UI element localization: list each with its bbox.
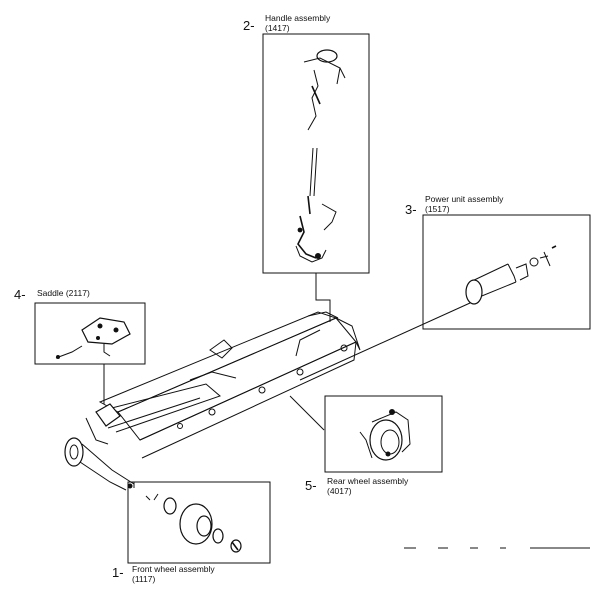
floor-jack-body	[64, 311, 361, 491]
callout-code-power-unit: (1517)	[425, 204, 450, 214]
callout-title-front-wheel: Front wheel assembly	[132, 564, 215, 574]
callout-saddle: 4- Saddle (2117)	[14, 287, 146, 404]
callout-code-front-wheel: (1117)	[132, 574, 155, 584]
handle-leader-line	[315, 273, 331, 322]
rear-wheel-box	[324, 395, 443, 473]
callout-number-power-unit: 3-	[405, 202, 417, 217]
power-unit-box	[422, 214, 591, 330]
callout-number-saddle: 4-	[14, 287, 26, 302]
handle-assembly-box	[262, 33, 370, 274]
callout-power-unit-assembly: 3- Power unit assembly (1517)	[299, 194, 591, 381]
saddle-drawing	[55, 317, 131, 359]
rear-wheel-leader-line	[289, 395, 325, 431]
callout-code-rear-wheel: (4017)	[327, 486, 352, 496]
callout-title-saddle: Saddle (2117)	[37, 288, 90, 298]
power-unit-leader-line	[299, 302, 471, 381]
callout-handle-assembly: 2- Handle assembly (1417)	[243, 13, 370, 322]
callout-title-handle: Handle assembly	[265, 13, 331, 23]
callout-front-wheel-assembly: 1- Front wheel assembly (1117)	[112, 481, 271, 584]
callout-title-power-unit: Power unit assembly	[425, 194, 504, 204]
callout-rear-wheel-assembly: 5- Rear wheel assembly (4017)	[289, 395, 443, 496]
power-unit-drawing	[465, 245, 557, 305]
saddle-box	[34, 302, 146, 365]
rear-wheel-drawing	[359, 409, 411, 461]
callout-number-handle: 2-	[243, 18, 255, 33]
front-wheel-box	[127, 481, 271, 564]
callout-number-rear-wheel: 5-	[305, 478, 317, 493]
handle-assembly-drawing	[295, 49, 346, 263]
callout-title-rear-wheel: Rear wheel assembly	[327, 476, 409, 486]
front-wheel-drawing	[145, 493, 242, 553]
callout-number-front-wheel: 1-	[112, 565, 124, 580]
callout-code-handle: (1417)	[265, 23, 290, 33]
